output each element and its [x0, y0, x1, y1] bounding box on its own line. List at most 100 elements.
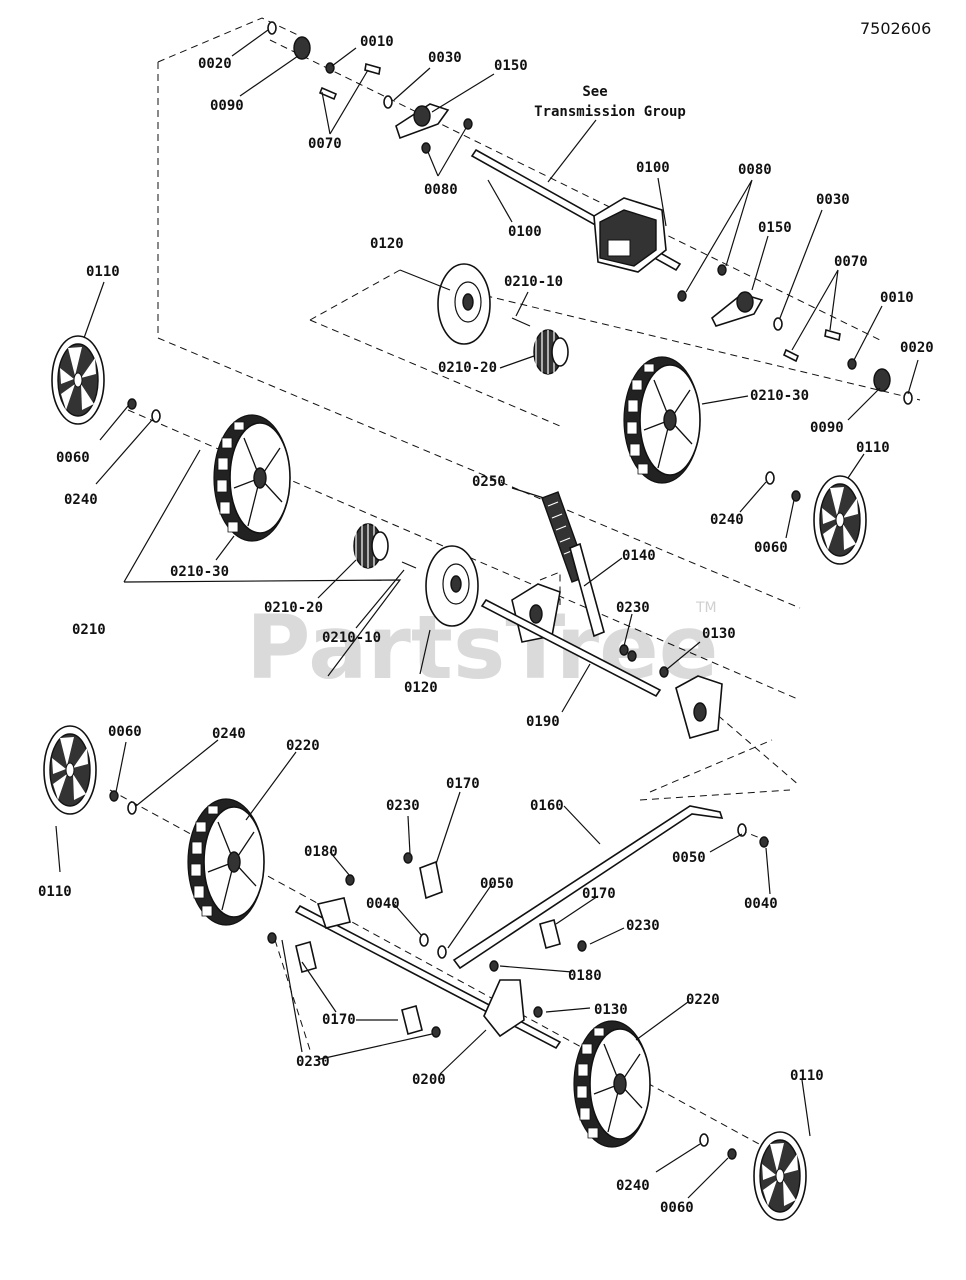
nut-0060-front-right: [727, 1148, 737, 1160]
washer-0030-right: [773, 317, 783, 331]
hubcap-0110-right: [813, 475, 867, 565]
nut-0080-right-b: [677, 290, 687, 302]
washer-0240-left: [151, 409, 161, 423]
callout-0210-20: 0210-20: [264, 600, 323, 616]
gear-0210-20-left: [353, 523, 389, 569]
washer-0050-a: [437, 945, 447, 959]
callout-0250: 0250: [472, 474, 506, 490]
callout-0070: 0070: [308, 136, 342, 152]
pin-0210-10-left: [401, 561, 417, 569]
washer-0240-right: [765, 471, 775, 485]
nut-0040-b: [759, 836, 769, 848]
clip-0170-lower-left: [295, 940, 317, 974]
callout-0040: 0040: [744, 896, 778, 912]
callout-0140: 0140: [622, 548, 656, 564]
callout-0080: 0080: [738, 162, 772, 178]
bolt-0230-lowleft: [267, 932, 277, 944]
callout-0220: 0220: [686, 992, 720, 1008]
callout-0090: 0090: [210, 98, 244, 114]
callout-0120: 0120: [370, 236, 404, 252]
clip-0170-upper: [419, 860, 443, 900]
clip-0170-right: [539, 919, 561, 949]
callout-0030: 0030: [428, 50, 462, 66]
callout-0060: 0060: [108, 724, 142, 740]
callout-labels: 0020 0010 0030 0150 0090 0070 0080 0100 …: [38, 34, 934, 1216]
bracket-0200: [483, 979, 525, 1038]
nut-0080-upper-a: [463, 118, 473, 130]
nut-0060-left: [127, 398, 137, 410]
wheel-0210-30-right: [623, 356, 701, 484]
callout-0190: 0190: [526, 714, 560, 730]
bushing-0090-right: [873, 368, 891, 392]
washer-0020-upper: [267, 21, 277, 35]
callout-0210-30: 0210-30: [170, 564, 229, 580]
lever-0140: [569, 542, 605, 638]
bolt-0070-upper: [318, 62, 381, 101]
nut-0080-upper-b: [421, 142, 431, 154]
callout-0210-10: 0210-10: [504, 274, 563, 290]
callout-0210: 0210: [72, 622, 106, 638]
watermark-trademark: TM: [695, 600, 717, 616]
callout-0120: 0120: [404, 680, 438, 696]
callout-0170: 0170: [322, 1012, 356, 1028]
nut-0060-right: [791, 490, 801, 502]
rod-0190: [480, 598, 662, 698]
callout-0240: 0240: [710, 512, 744, 528]
callout-0040: 0040: [366, 896, 400, 912]
callout-0230: 0230: [386, 798, 420, 814]
callout-0110: 0110: [790, 1068, 824, 1084]
parts: [43, 21, 913, 1221]
bolt-0230-b: [627, 650, 637, 662]
callout-0180: 0180: [304, 844, 338, 860]
callout-0130: 0130: [594, 1002, 628, 1018]
callout-0070: 0070: [834, 254, 868, 270]
callout-0200: 0200: [412, 1072, 446, 1088]
callout-0100: 0100: [636, 160, 670, 176]
callout-0240: 0240: [616, 1178, 650, 1194]
nut-0080-right-a: [717, 264, 727, 276]
callout-0220: 0220: [286, 738, 320, 754]
bolt-0230-a: [619, 644, 629, 656]
callout-0060: 0060: [56, 450, 90, 466]
transmission-note-line1: See: [582, 84, 607, 100]
bolt-0130-upper: [659, 666, 669, 678]
plate-0120-left: [425, 545, 479, 627]
callout-0210-20: 0210-20: [438, 360, 497, 376]
callout-0130: 0130: [702, 626, 736, 642]
callout-0230: 0230: [616, 600, 650, 616]
leader-lines: [55, 29, 919, 1199]
washer-0030-upper: [383, 95, 393, 109]
transmission-note-line2: Transmission Group: [534, 104, 686, 120]
plate-0120-upper: [437, 263, 491, 345]
callout-0230: 0230: [626, 918, 660, 934]
callout-0210-30: 0210-30: [750, 388, 809, 404]
nut-0010-right: [847, 358, 857, 370]
callout-0240: 0240: [64, 492, 98, 508]
callout-0080: 0080: [424, 182, 458, 198]
callout-0110: 0110: [856, 440, 890, 456]
bolt-0130-lower: [533, 1006, 543, 1018]
callout-0100: 0100: [508, 224, 542, 240]
callout-0180: 0180: [568, 968, 602, 984]
bracket-left-front: [316, 897, 351, 929]
wheel-0220-right: [573, 1020, 651, 1148]
hubcap-0110-front-left: [43, 725, 97, 815]
bushing-upper: [293, 36, 311, 60]
callout-0170: 0170: [582, 886, 616, 902]
washer-0240-front-left: [127, 801, 137, 815]
callout-0060: 0060: [754, 540, 788, 556]
bolt-0070-right: [782, 328, 841, 363]
document-number: 7502606: [860, 19, 931, 38]
callout-0010: 0010: [880, 290, 914, 306]
callout-0210-10: 0210-10: [322, 630, 381, 646]
pin-0210-10-upper: [511, 317, 531, 327]
washer-0240-front-right: [699, 1133, 709, 1147]
callout-0110: 0110: [38, 884, 72, 900]
nut-0060-front-left: [109, 790, 119, 802]
nut-0180-right: [489, 960, 499, 972]
bolt-0230-lower: [431, 1026, 441, 1038]
callout-0160: 0160: [530, 798, 564, 814]
callout-0020: 0020: [198, 56, 232, 72]
nut-0010-upper: [325, 62, 335, 74]
